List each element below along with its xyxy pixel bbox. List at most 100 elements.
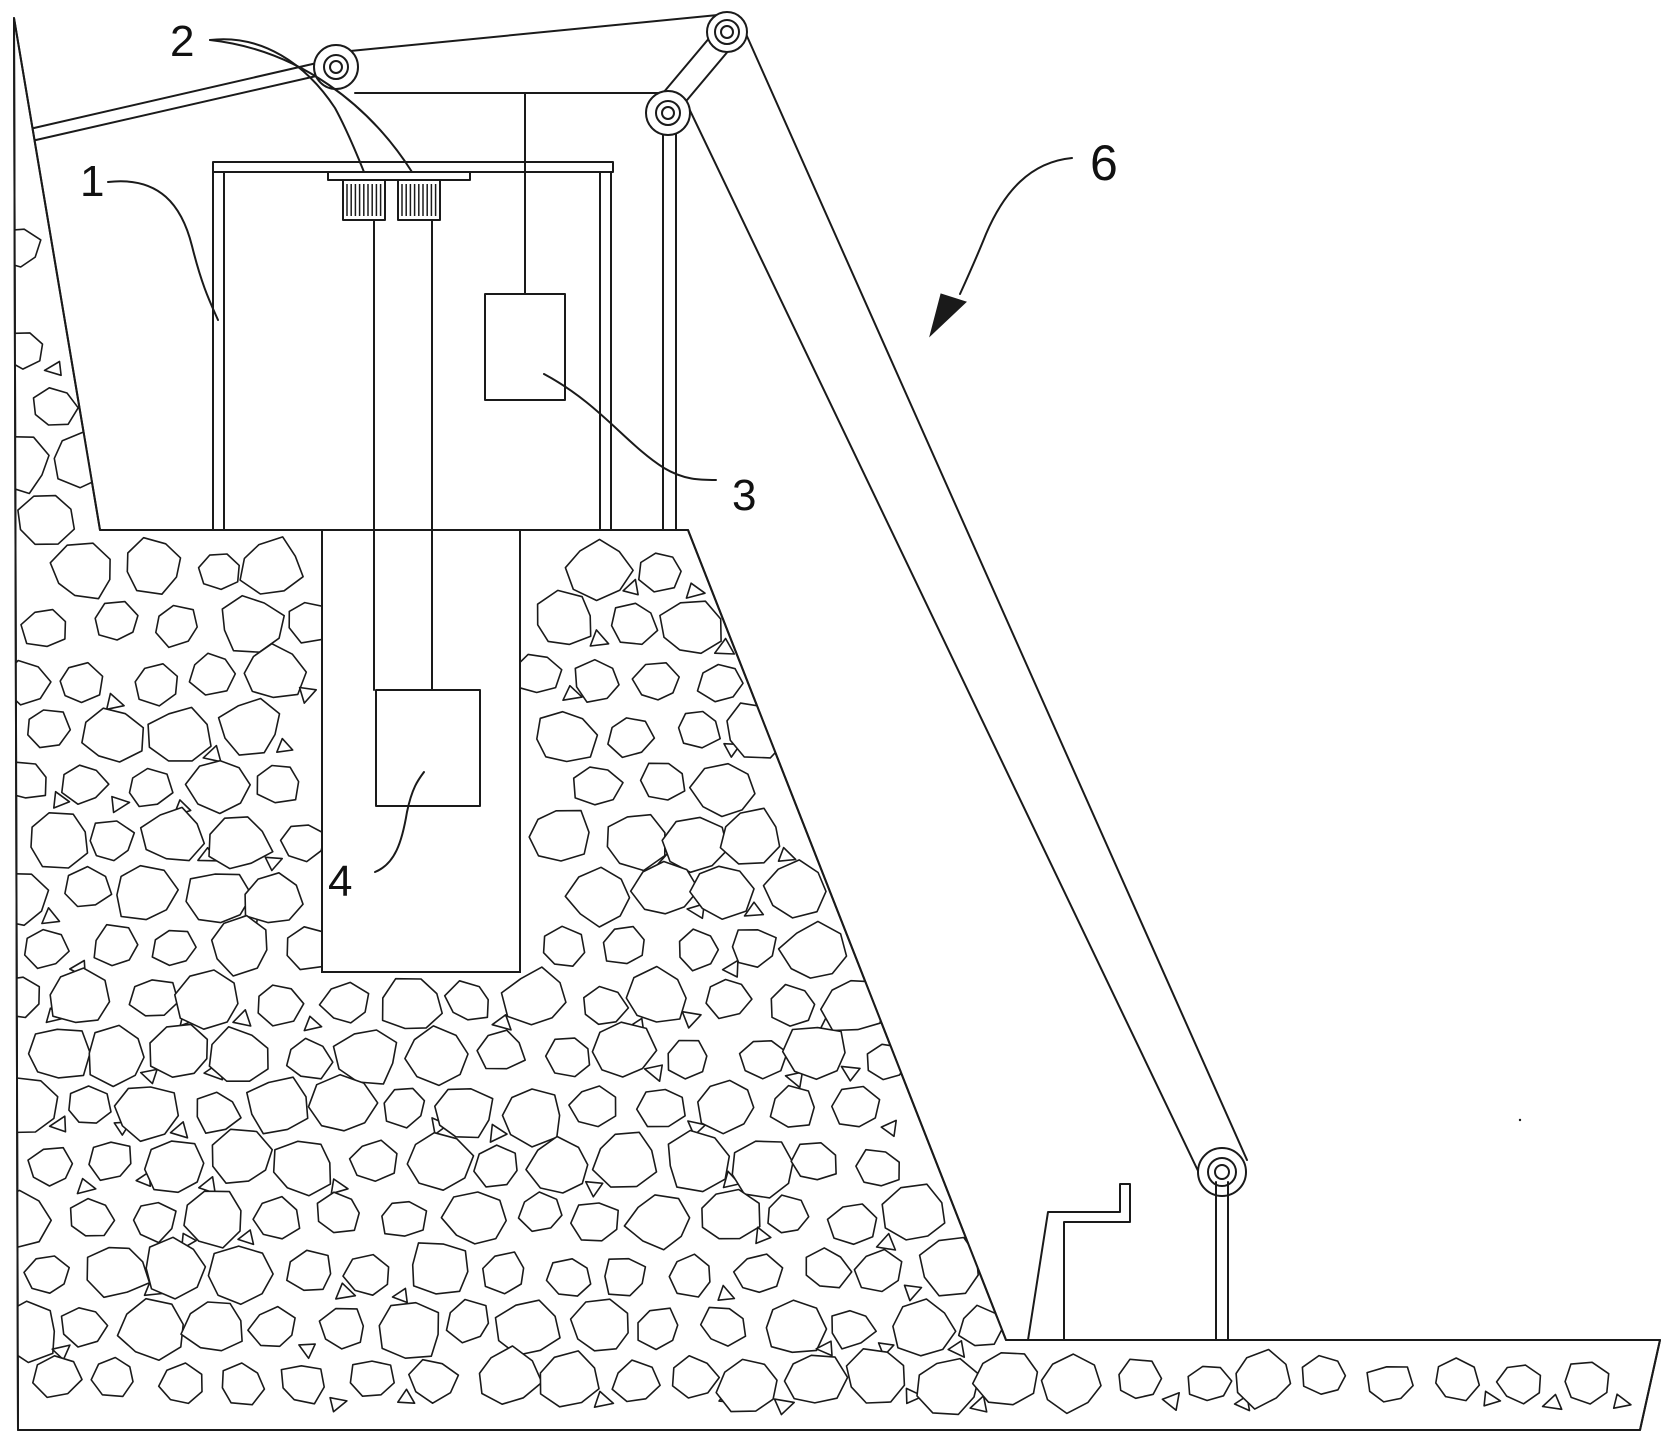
rubble-stone xyxy=(132,1201,177,1244)
rubble-stone xyxy=(23,1255,70,1294)
rubble-stone xyxy=(20,608,67,648)
rubble-stone xyxy=(440,1191,508,1245)
rubble-stone xyxy=(611,1359,661,1403)
rubble-stone xyxy=(853,1248,903,1293)
rubble-stone xyxy=(149,1023,209,1078)
rubble-stone xyxy=(622,578,639,596)
leader-1 xyxy=(107,180,219,321)
rubble-stone xyxy=(257,984,305,1027)
rubble-stone xyxy=(539,1350,600,1408)
rubble-stone xyxy=(568,1085,617,1128)
pulley-bottom xyxy=(1197,1147,1247,1197)
rubble-stone xyxy=(14,1300,56,1364)
rubble-stone xyxy=(88,1141,132,1182)
label-6: 6 xyxy=(1090,135,1118,191)
rubble-stone xyxy=(569,1298,629,1352)
rubble-stone xyxy=(604,1257,647,1297)
rubble-stone xyxy=(743,901,765,917)
rubble-stone xyxy=(685,582,706,599)
rubble-stone xyxy=(105,692,125,711)
rubble-stone xyxy=(52,790,71,809)
rubble-stone xyxy=(188,652,237,696)
rubble-stone xyxy=(688,762,756,818)
rubble-stone xyxy=(845,1348,906,1404)
rubble-stone xyxy=(544,1037,591,1078)
rubble-stone xyxy=(957,1304,1004,1347)
rubble-stone xyxy=(407,1358,460,1404)
rubble-stone xyxy=(157,1362,203,1405)
rubble-stone xyxy=(667,1039,708,1080)
rubble-stone xyxy=(770,983,816,1027)
rubble-stone xyxy=(378,1301,440,1359)
rubble-stone xyxy=(17,494,76,546)
rubble-stone xyxy=(139,806,206,862)
rubble-stone xyxy=(210,914,268,977)
rubble-stone xyxy=(246,1076,309,1135)
rubble-stone xyxy=(607,717,656,759)
rubble-stone xyxy=(30,811,89,869)
rubble-stone xyxy=(715,1358,778,1413)
pulley-top-right xyxy=(706,11,748,53)
rubble-stone xyxy=(185,873,253,924)
rubble-stone xyxy=(784,1071,804,1089)
rubble-stone xyxy=(139,1068,158,1085)
rubble-stone xyxy=(31,1355,83,1399)
rubble-stone xyxy=(591,1131,658,1188)
rubble-stone xyxy=(593,1390,615,1408)
rubble-stone xyxy=(89,820,136,862)
leader-2b xyxy=(209,39,413,173)
rubble-stone xyxy=(769,1084,816,1128)
winch-left xyxy=(342,179,386,221)
speck xyxy=(1518,1118,1522,1122)
rubble-stone xyxy=(244,871,304,924)
rubble-stone xyxy=(348,1139,398,1182)
rubble-stone xyxy=(762,859,827,919)
label-4: 4 xyxy=(328,857,352,906)
rubble-stone xyxy=(275,737,294,754)
rubble-stone xyxy=(831,1309,878,1350)
rubble-stone xyxy=(316,1191,361,1234)
rubble-stone xyxy=(481,1251,525,1295)
rubble-stone xyxy=(1187,1365,1233,1402)
rubble-stone xyxy=(696,1079,755,1135)
rubble-stone xyxy=(781,1026,846,1081)
rubble-stone xyxy=(790,1142,837,1181)
rubble-stone xyxy=(500,966,567,1026)
rubble-stone xyxy=(60,1307,109,1348)
rubble-stone xyxy=(111,795,131,814)
winches xyxy=(327,171,471,221)
rubble-stone xyxy=(411,1242,469,1295)
rubble-stone xyxy=(113,1086,180,1143)
rubble-stone xyxy=(64,865,113,908)
rubble-stone xyxy=(677,710,722,749)
rubble-stone xyxy=(584,1180,604,1198)
rubble-stone xyxy=(256,764,300,804)
rubble-stone xyxy=(569,1202,620,1242)
belt-top-span xyxy=(339,13,729,53)
rubble-stone xyxy=(151,929,197,967)
pulley-link-a xyxy=(657,29,717,100)
rubble-stone xyxy=(877,1342,895,1357)
dam-outline xyxy=(13,17,1661,1431)
rubble-stone xyxy=(687,1120,707,1137)
rubble-stone xyxy=(211,1128,274,1184)
rubble-stone xyxy=(738,1040,789,1080)
rubble-stone xyxy=(668,1253,711,1298)
rubble-stone xyxy=(155,604,198,649)
rubble-stone xyxy=(68,1085,112,1124)
rubble-stone xyxy=(777,920,848,979)
rubble-stone xyxy=(49,542,111,600)
belt-lower-edge xyxy=(684,99,1201,1176)
support-frame xyxy=(212,161,614,531)
rubble-stone xyxy=(494,1299,561,1356)
rubble-stone xyxy=(903,1284,923,1302)
rubble-stone xyxy=(572,766,624,806)
rubble-stone xyxy=(381,1200,428,1237)
leader-3 xyxy=(543,373,717,481)
rubble-stone xyxy=(318,1307,365,1350)
rubble-stone xyxy=(731,1140,794,1199)
rubble-stone xyxy=(765,1299,828,1354)
rubble-stone xyxy=(134,662,179,707)
counterweight-upper xyxy=(484,293,566,401)
rubble-stone xyxy=(445,1298,490,1344)
